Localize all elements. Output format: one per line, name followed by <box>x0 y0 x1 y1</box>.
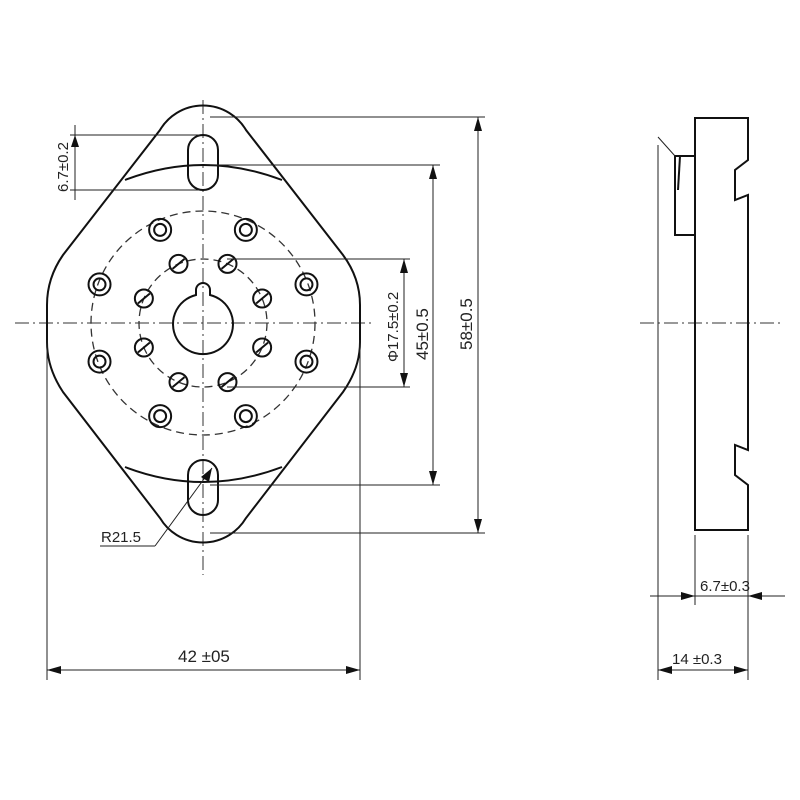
top-lobe-edge <box>124 164 283 181</box>
inner-pin-contact <box>133 288 154 309</box>
outer-pin-hole <box>153 409 168 424</box>
plate-thickness-label: 6.7±0.3 <box>700 578 750 595</box>
inner-pin-contact <box>217 372 238 393</box>
top-mounting-slot <box>187 134 219 191</box>
outer-pin-hole <box>92 277 107 292</box>
outer-pin-hole <box>299 354 314 369</box>
dimension-lines <box>46 116 485 680</box>
pin-group <box>87 217 319 429</box>
center-keyed-hole <box>172 282 234 356</box>
bottom-lobe-edge <box>124 466 283 483</box>
pin-contact-slot <box>171 376 186 388</box>
outer-pin-hole <box>299 277 314 292</box>
slot-width-label: 6.7±0.2 <box>55 142 72 192</box>
slot-spacing-label: 45±0.5 <box>413 308 432 360</box>
lobe-radius-label: R21.5 <box>101 529 141 546</box>
bottom-mounting-slot <box>187 459 219 516</box>
overall-depth-label: 14 ±0.3 <box>672 651 722 668</box>
inner-pin-contact <box>252 337 273 358</box>
outer-pin-hole <box>87 349 112 374</box>
outer-pin-hole <box>233 217 258 242</box>
inner-pin-contact <box>133 337 154 358</box>
outer-pin-hole <box>148 404 173 429</box>
pin-contact-slot <box>137 341 151 354</box>
outer-pin-hole <box>148 217 173 242</box>
pin-contact-slot <box>137 292 151 305</box>
outer-pin-hole <box>233 404 258 429</box>
outer-pin-hole <box>238 222 253 237</box>
pin-contact-slot <box>255 292 269 305</box>
outer-pin-circle <box>90 210 316 436</box>
outer-pin-hole <box>87 272 112 297</box>
pin-contact-slot <box>220 376 235 388</box>
outer-pin-hole <box>294 349 319 374</box>
outer-pin-hole <box>153 222 168 237</box>
pin-contact-slot <box>255 341 269 354</box>
inner-pin-contact <box>168 372 189 393</box>
overall-height-label: 58±0.5 <box>457 298 476 350</box>
inner-pin-contact <box>168 253 189 274</box>
side-view <box>650 117 785 680</box>
pin-contact-slot <box>171 258 186 270</box>
pin-contact-slot <box>220 258 235 270</box>
outer-pin-hole <box>92 354 107 369</box>
outer-pin-hole <box>294 272 319 297</box>
overall-width-label: 42 ±05 <box>178 647 230 666</box>
pin-circle-diameter-label: Φ17.5±0.2 <box>385 292 402 362</box>
inner-pin-circle <box>138 258 268 388</box>
outer-pin-hole <box>238 409 253 424</box>
dimension-arrows <box>47 117 482 674</box>
inner-pin-contact <box>217 253 238 274</box>
inner-pin-contact <box>252 288 273 309</box>
